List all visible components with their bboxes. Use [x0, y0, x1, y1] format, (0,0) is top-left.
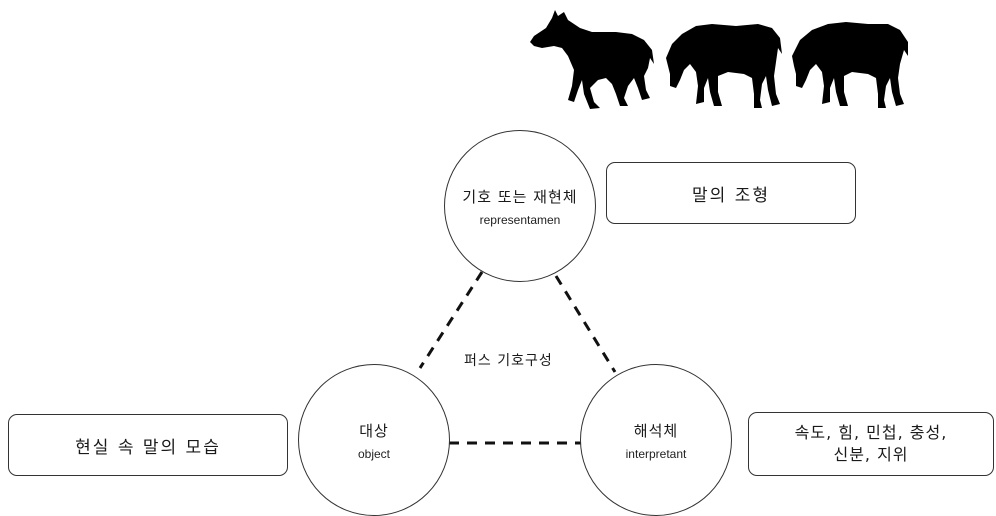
- interpretant-node: 해석체 interpretant: [580, 364, 732, 516]
- object-node: 대상 object: [298, 364, 450, 516]
- object-label-ko: 대상: [359, 421, 389, 440]
- representamen-node: 기호 또는 재현체 representamen: [444, 130, 596, 282]
- horse-grazing-icon: [666, 24, 782, 108]
- interpretant-label-ko: 해석체: [633, 421, 679, 440]
- interpretant-box-line-1: 속도, 힘, 민첩, 충성,: [794, 423, 948, 442]
- horse-grazing-icon-2: [792, 22, 908, 108]
- interpretant-box-line-2: 신분, 지위: [833, 445, 909, 464]
- interpretant-label-en: interpretant: [625, 446, 687, 461]
- connector-representamen-interpretant: [554, 275, 617, 373]
- representamen-label-en: representamen: [479, 212, 561, 227]
- representamen-label-ko: 기호 또는 재현체: [462, 187, 578, 206]
- horse-walking-icon: [530, 10, 654, 109]
- diagram-center-title: 퍼스 기호구성: [464, 353, 553, 369]
- representamen-box: 말의 조형: [606, 162, 856, 224]
- object-box: 현실 속 말의 모습: [8, 414, 288, 476]
- object-label-en: object: [357, 446, 391, 461]
- connector-representamen-object: [418, 271, 484, 369]
- interpretant-box: 속도, 힘, 민첩, 충성, 신분, 지위: [748, 412, 994, 476]
